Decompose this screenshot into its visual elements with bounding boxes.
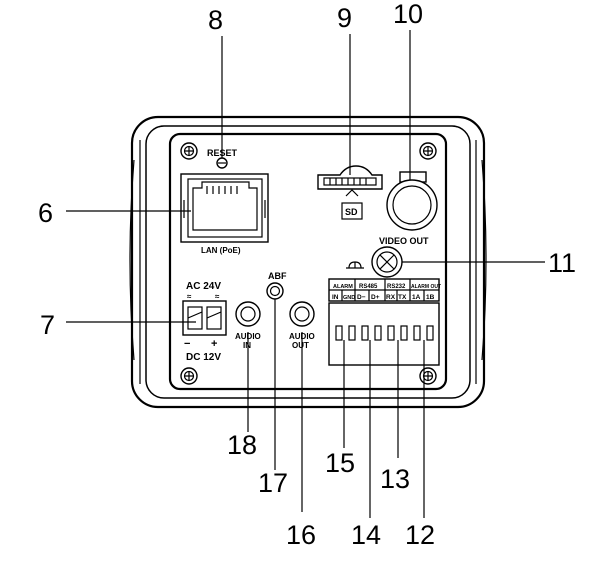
alarm-label: ALARM xyxy=(333,284,353,290)
io-terminal-block xyxy=(328,302,440,366)
pin-dplus-label: D+ xyxy=(371,294,380,301)
callout-9: 9 xyxy=(337,3,352,33)
ac24v-label: AC 24V xyxy=(186,281,221,292)
dc12v-label: DC 12V xyxy=(186,352,221,363)
lan-port xyxy=(180,173,269,243)
callout-7: 7 xyxy=(40,310,55,340)
screw-bottom-left xyxy=(180,367,198,385)
screw-top-left xyxy=(180,142,198,160)
callout-8: 8 xyxy=(208,5,223,35)
audio-in-jack xyxy=(235,301,261,327)
ac-symbol-right: ≈ xyxy=(215,292,220,301)
screw-bottom-right xyxy=(419,367,437,385)
callout-16: 16 xyxy=(286,520,316,550)
ground-icon xyxy=(346,261,364,269)
screw-top-right xyxy=(419,142,437,160)
power-terminal-block xyxy=(182,300,227,336)
callout-14: 14 xyxy=(351,520,381,550)
pin-1a-label: 1A xyxy=(412,294,421,301)
pin-tx-label: TX xyxy=(398,294,407,301)
sd-label: SD xyxy=(345,207,358,217)
abf-label: ABF xyxy=(268,271,287,281)
abf-button xyxy=(266,282,284,300)
callout-17: 17 xyxy=(258,468,288,498)
callout-18: 18 xyxy=(227,430,257,460)
audio-out-jack xyxy=(289,301,315,327)
video-out-connector xyxy=(386,171,438,231)
lan-label: LAN (PoE) xyxy=(201,246,241,255)
audio-out-label-2: OUT xyxy=(292,341,309,350)
pin-dminus-label: D− xyxy=(357,294,366,301)
io-terminal-header xyxy=(328,278,440,302)
power-plus-label: + xyxy=(211,338,217,350)
pin-in-label: IN xyxy=(332,294,339,301)
callout-15: 15 xyxy=(325,448,355,478)
audio-in-label-2: IN xyxy=(243,341,251,350)
sd-card-slot xyxy=(317,165,383,190)
pin-gnd-label: GND xyxy=(343,295,355,301)
sd-icon xyxy=(341,189,363,220)
rs485-label: RS485 xyxy=(359,284,378,290)
callout-13: 13 xyxy=(380,464,410,494)
power-minus-label: − xyxy=(184,338,190,350)
ac-symbol-left: ≈ xyxy=(187,292,192,301)
alarm-out-label: ALARM OUT xyxy=(411,284,441,290)
video-out-label: VIDEO OUT xyxy=(379,236,429,246)
pin-rx-label: RX xyxy=(386,294,396,301)
callout-12: 12 xyxy=(405,520,435,550)
leader-lines xyxy=(66,30,545,518)
reset-button xyxy=(216,157,228,169)
ground-screw xyxy=(371,246,403,278)
callout-6: 6 xyxy=(38,198,53,228)
callout-10: 10 xyxy=(393,0,423,29)
rs232-label: RS232 xyxy=(387,284,406,290)
pin-1b-label: 1B xyxy=(426,294,435,301)
callout-11: 11 xyxy=(548,248,576,278)
